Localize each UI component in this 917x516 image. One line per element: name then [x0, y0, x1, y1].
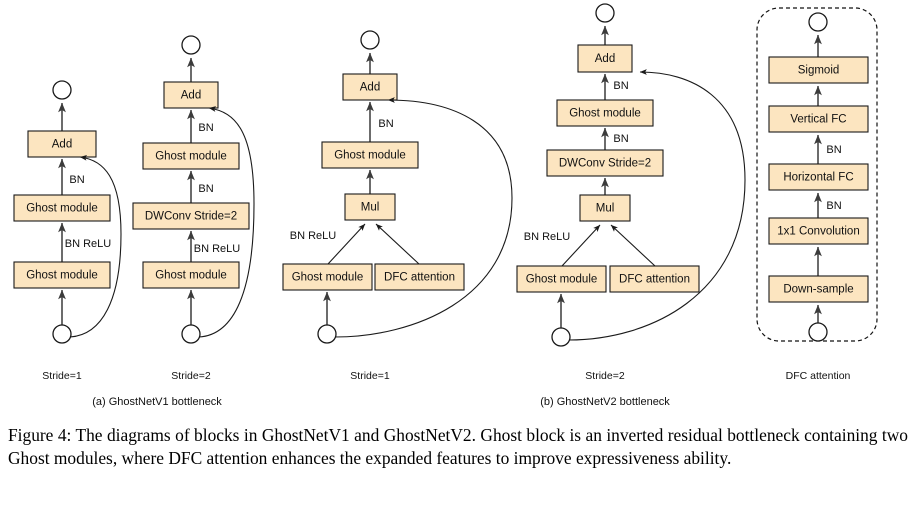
node-add-label: Add [595, 53, 615, 65]
edge-label-bn-relu: BN ReLU [524, 231, 571, 243]
figure-diagram: Add BN Ghost module BN ReLU Ghost module… [13, 3, 878, 382]
output-endpoint-circle [808, 12, 828, 32]
node-dfc-attention-label: DFC attention [619, 274, 690, 286]
column-ghostnetv2-stride2: Add BN Ghost module BN DWConv Stride=2 M… [516, 3, 746, 382]
input-endpoint-circle [181, 324, 201, 344]
edge-label-bn: BN [69, 174, 84, 186]
node-add-box [577, 44, 633, 73]
subcaption-a: (a) GhostNetV1 bottleneck [92, 396, 222, 408]
column-caption-stride1: Stride=1 [42, 370, 82, 382]
node-add-label: Add [181, 90, 201, 102]
column-caption-stride2: Stride=2 [171, 370, 211, 382]
output-endpoint-circle [52, 80, 72, 100]
node-add-label: Add [360, 82, 380, 94]
subcaption-b: (b) GhostNetV2 bottleneck [540, 396, 670, 408]
subcaption-row: (a) GhostNetV1 bottleneck (b) GhostNetV2… [0, 396, 917, 418]
edge-label-bn-upper: BN [826, 144, 841, 156]
node-dfc-attention-box [374, 263, 465, 291]
node-ghost-module-lower-box [282, 263, 373, 291]
node-horizontal-fc-label: Horizontal FC [783, 172, 853, 184]
node-ghost-module-upper-label: Ghost module [155, 151, 227, 163]
node-vertical-fc-box [768, 105, 869, 133]
node-add-box [342, 73, 398, 101]
node-sigmoid-box [768, 56, 869, 84]
node-sigmoid-label: Sigmoid [798, 65, 840, 77]
edge-label-bn-relu: BN ReLU [194, 243, 241, 255]
node-ghost-module-lower-label: Ghost module [26, 270, 98, 282]
node-mul-label: Mul [361, 202, 380, 214]
node-add-box [163, 81, 219, 109]
node-ghost-module-upper-label: Ghost module [26, 203, 98, 215]
node-dfc-attention-box [609, 265, 700, 293]
block-diagram-svg: Add BN Ghost module BN ReLU Ghost module… [13, 3, 878, 382]
node-ghost-module-lower-label: Ghost module [526, 274, 598, 286]
input-endpoint-circle [808, 322, 828, 342]
edge-label-bn-mid: BN [198, 183, 213, 195]
node-dfc-attention-label: DFC attention [384, 272, 455, 284]
arrow-dfc-to-mul [375, 223, 420, 265]
node-down-sample-label: Down-sample [783, 284, 853, 296]
node-ghost-module-lower-box [516, 265, 607, 293]
input-endpoint-circle [551, 327, 571, 347]
node-add-box [27, 130, 97, 158]
output-endpoint-circle [360, 30, 380, 50]
residual-shortcut-path [198, 106, 255, 338]
node-horizontal-fc-box [768, 163, 869, 191]
node-ghost-module-upper-box [321, 141, 419, 169]
edge-label-bn: BN [378, 118, 393, 130]
node-down-sample-box [768, 275, 869, 303]
node-ghost-module-lower-label: Ghost module [155, 270, 227, 282]
edge-label-bn-top: BN [613, 80, 628, 92]
node-dwconv-label: DWConv Stride=2 [145, 211, 237, 223]
column-dfc-attention-detail: Sigmoid Vertical FC BN Horizontal FC BN … [756, 7, 878, 382]
figure-caption: Figure 4: The diagrams of blocks in Ghos… [8, 425, 908, 469]
input-endpoint-circle [52, 324, 72, 344]
edge-label-bn-top: BN [198, 122, 213, 134]
column-caption-dfc-attention: DFC attention [786, 370, 851, 382]
node-ghost-module-upper-box [13, 194, 111, 222]
residual-shortcut-path [568, 69, 746, 341]
node-add-label: Add [52, 139, 72, 151]
node-mul-label: Mul [596, 203, 615, 215]
node-mul-box [579, 194, 631, 222]
node-conv1x1-box [768, 217, 869, 245]
input-endpoint-circle [317, 324, 337, 344]
column-ghostnetv1-stride2: Add BN Ghost module BN DWConv Stride=2 B… [132, 35, 255, 382]
column-ghostnetv1-stride1: Add BN Ghost module BN ReLU Ghost module… [13, 80, 122, 382]
node-dwconv-box [132, 202, 250, 230]
output-endpoint-circle [181, 35, 201, 55]
node-dwconv-box [546, 149, 664, 177]
node-vertical-fc-label: Vertical FC [790, 114, 846, 126]
node-ghost-module-upper-label: Ghost module [569, 108, 641, 120]
node-ghost-module-lower-box [142, 261, 240, 289]
node-ghost-module-upper-box [142, 142, 240, 170]
arrow-ghost-lower-to-mul [327, 223, 366, 265]
edge-label-bn-mid: BN [613, 133, 628, 145]
node-ghost-module-upper-label: Ghost module [334, 150, 406, 162]
edge-label-bn-lower: BN [826, 200, 841, 212]
residual-shortcut-path [69, 155, 122, 338]
residual-shortcut-path [334, 97, 513, 338]
node-conv1x1-label: 1x1 Convolution [777, 226, 859, 238]
node-mul-box [344, 193, 396, 221]
node-ghost-module-upper-box [556, 99, 654, 127]
node-dwconv-label: DWConv Stride=2 [559, 158, 651, 170]
edge-label-bn-relu: BN ReLU [65, 238, 112, 250]
column-caption-stride2: Stride=2 [585, 370, 625, 382]
output-endpoint-circle [595, 3, 615, 23]
column-ghostnetv2-stride1: Add BN Ghost module Mul BN ReLU Ghost mo… [282, 30, 513, 382]
edge-label-bn-relu: BN ReLU [290, 230, 337, 242]
arrow-ghost-lower-to-mul [561, 224, 601, 267]
node-ghost-module-lower-label: Ghost module [292, 272, 364, 284]
arrow-dfc-to-mul [610, 224, 656, 267]
node-ghost-module-lower-box [13, 261, 111, 289]
column-caption-stride1: Stride=1 [350, 370, 390, 382]
